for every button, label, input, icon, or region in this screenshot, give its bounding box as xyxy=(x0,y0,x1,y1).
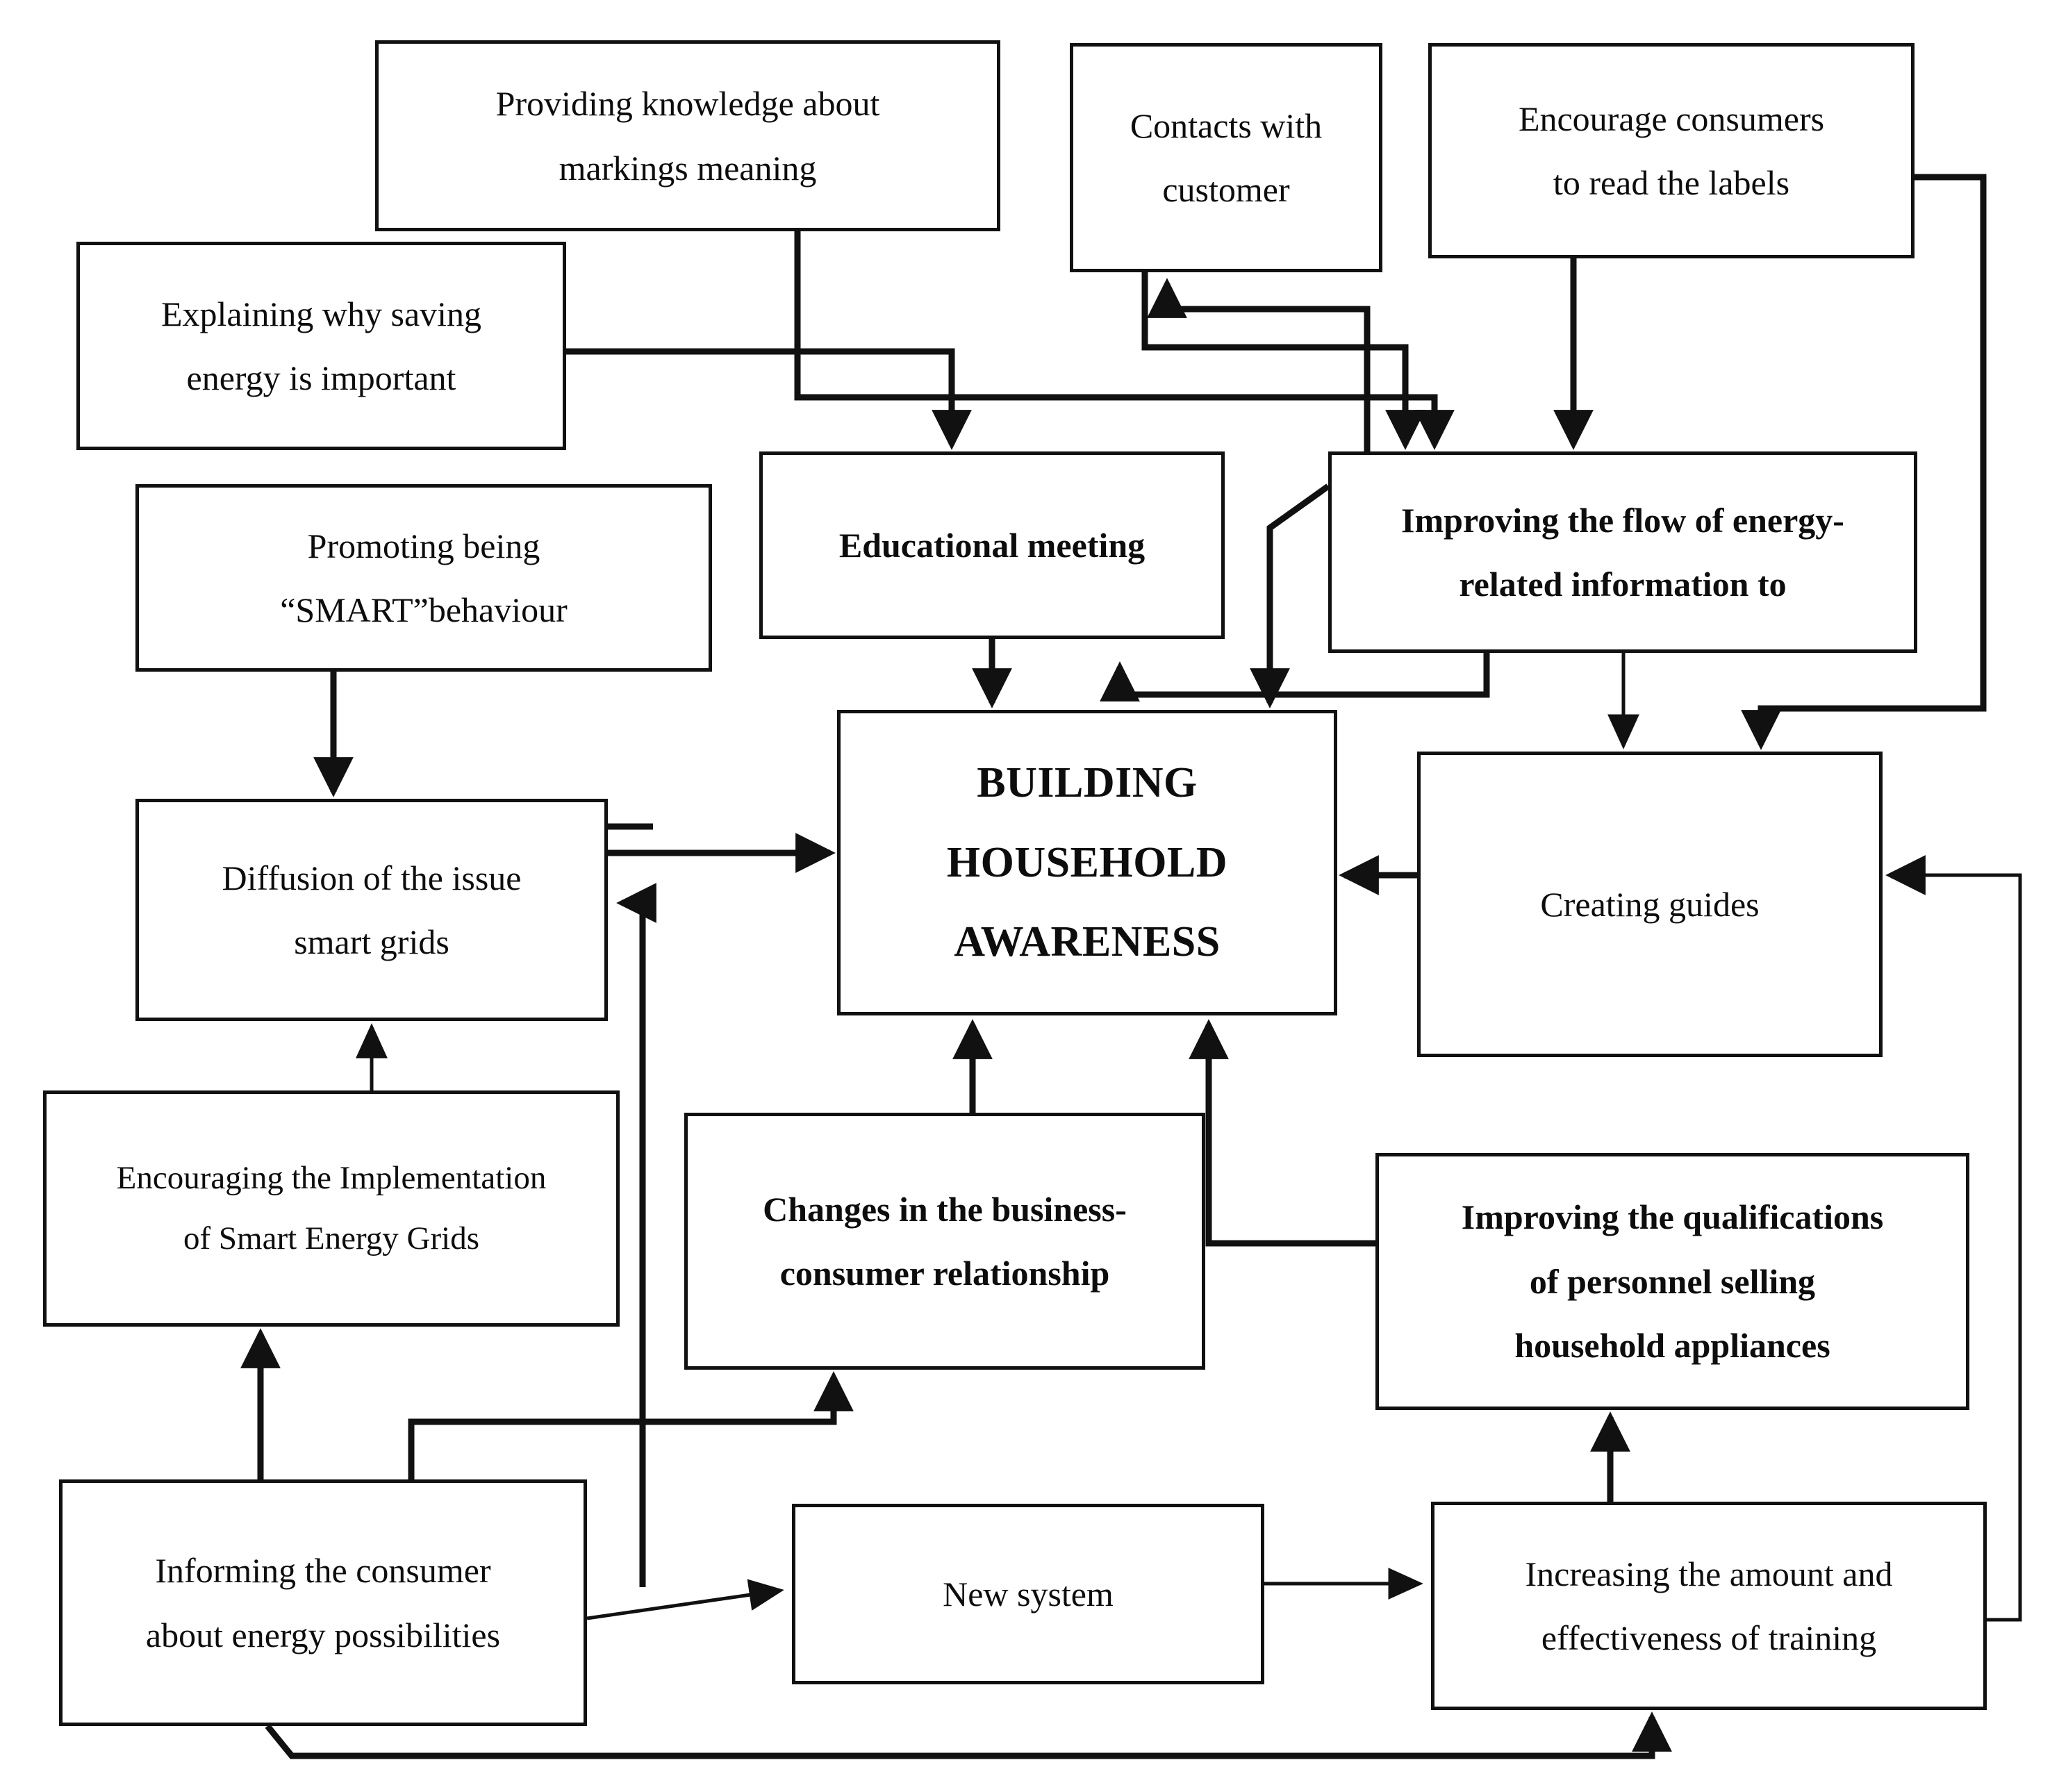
node-label: Changes in the business- consumer relati… xyxy=(763,1189,1127,1293)
node-label: Improving the qualifications of personne… xyxy=(1461,1197,1884,1366)
node-label: Explaining why saving energy is importan… xyxy=(160,294,482,398)
node-promoting-smart[interactable]: Promoting being “SMART”behaviour xyxy=(135,484,712,672)
node-label: New system xyxy=(943,1574,1114,1613)
node-improving-qualifications[interactable]: Improving the qualifications of personne… xyxy=(1375,1153,1969,1410)
node-label: BUILDING HOUSEHOLD AWARENESS xyxy=(946,758,1228,966)
node-improving-flow[interactable]: Improving the flow of energy- related in… xyxy=(1328,451,1917,653)
edge-informing-to-new-system xyxy=(586,1579,784,1620)
node-contacts-with-customer[interactable]: Contacts with customer xyxy=(1070,43,1382,272)
node-increasing-training[interactable]: Increasing the amount and effectiveness … xyxy=(1431,1502,1987,1710)
node-informing-consumer[interactable]: Informing the consumer about energy poss… xyxy=(59,1479,587,1726)
node-label: Informing the consumer about energy poss… xyxy=(145,1551,501,1654)
node-encouraging-implementation[interactable]: Encouraging the Implementation of Smart … xyxy=(43,1090,620,1327)
node-label: Contacts with customer xyxy=(1130,106,1323,210)
node-providing-knowledge[interactable]: Providing knowledge about markings meani… xyxy=(375,40,1000,231)
node-educational-meeting[interactable]: Educational meeting xyxy=(759,451,1225,639)
edge-contacts-to-improving-flow xyxy=(1141,272,1425,450)
node-label: Improving the flow of energy- related in… xyxy=(1401,500,1844,604)
node-label: Encouraging the Implementation of Smart … xyxy=(116,1160,547,1256)
node-label: Educational meeting xyxy=(838,525,1146,565)
node-explaining-saving-energy[interactable]: Explaining why saving energy is importan… xyxy=(76,242,566,450)
node-creating-guides[interactable]: Creating guides xyxy=(1417,752,1883,1057)
node-label: Promoting being “SMART”behaviour xyxy=(280,526,568,630)
edge-informing-to-changes xyxy=(408,1371,854,1479)
node-diffusion-smart-grids[interactable]: Diffusion of the issue smart grids xyxy=(135,799,608,1021)
edge-improving-flow-to-central xyxy=(1250,653,1490,708)
edge-qualifications-to-central xyxy=(1189,1019,1375,1247)
edge-explaining-to-improving-flow xyxy=(797,394,1455,450)
node-label: Creating guides xyxy=(1540,884,1760,924)
node-label: Diffusion of the issue smart grids xyxy=(222,858,522,962)
node-new-system[interactable]: New system xyxy=(792,1504,1264,1684)
node-label: Increasing the amount and effectiveness … xyxy=(1525,1554,1893,1658)
node-building-household-awareness[interactable]: BUILDING HOUSEHOLD AWARENESS xyxy=(837,710,1337,1015)
node-label: Encourage consumers to read the labels xyxy=(1518,99,1825,203)
node-changes-business-consumer[interactable]: Changes in the business- consumer relati… xyxy=(684,1113,1205,1370)
edge-providing-to-educational xyxy=(794,231,972,450)
node-encourage-consumers[interactable]: Encourage consumers to read the labels xyxy=(1428,43,1915,258)
node-label: Providing knowledge about markings meani… xyxy=(495,84,880,188)
edge-explaining-to-educational xyxy=(566,348,955,397)
